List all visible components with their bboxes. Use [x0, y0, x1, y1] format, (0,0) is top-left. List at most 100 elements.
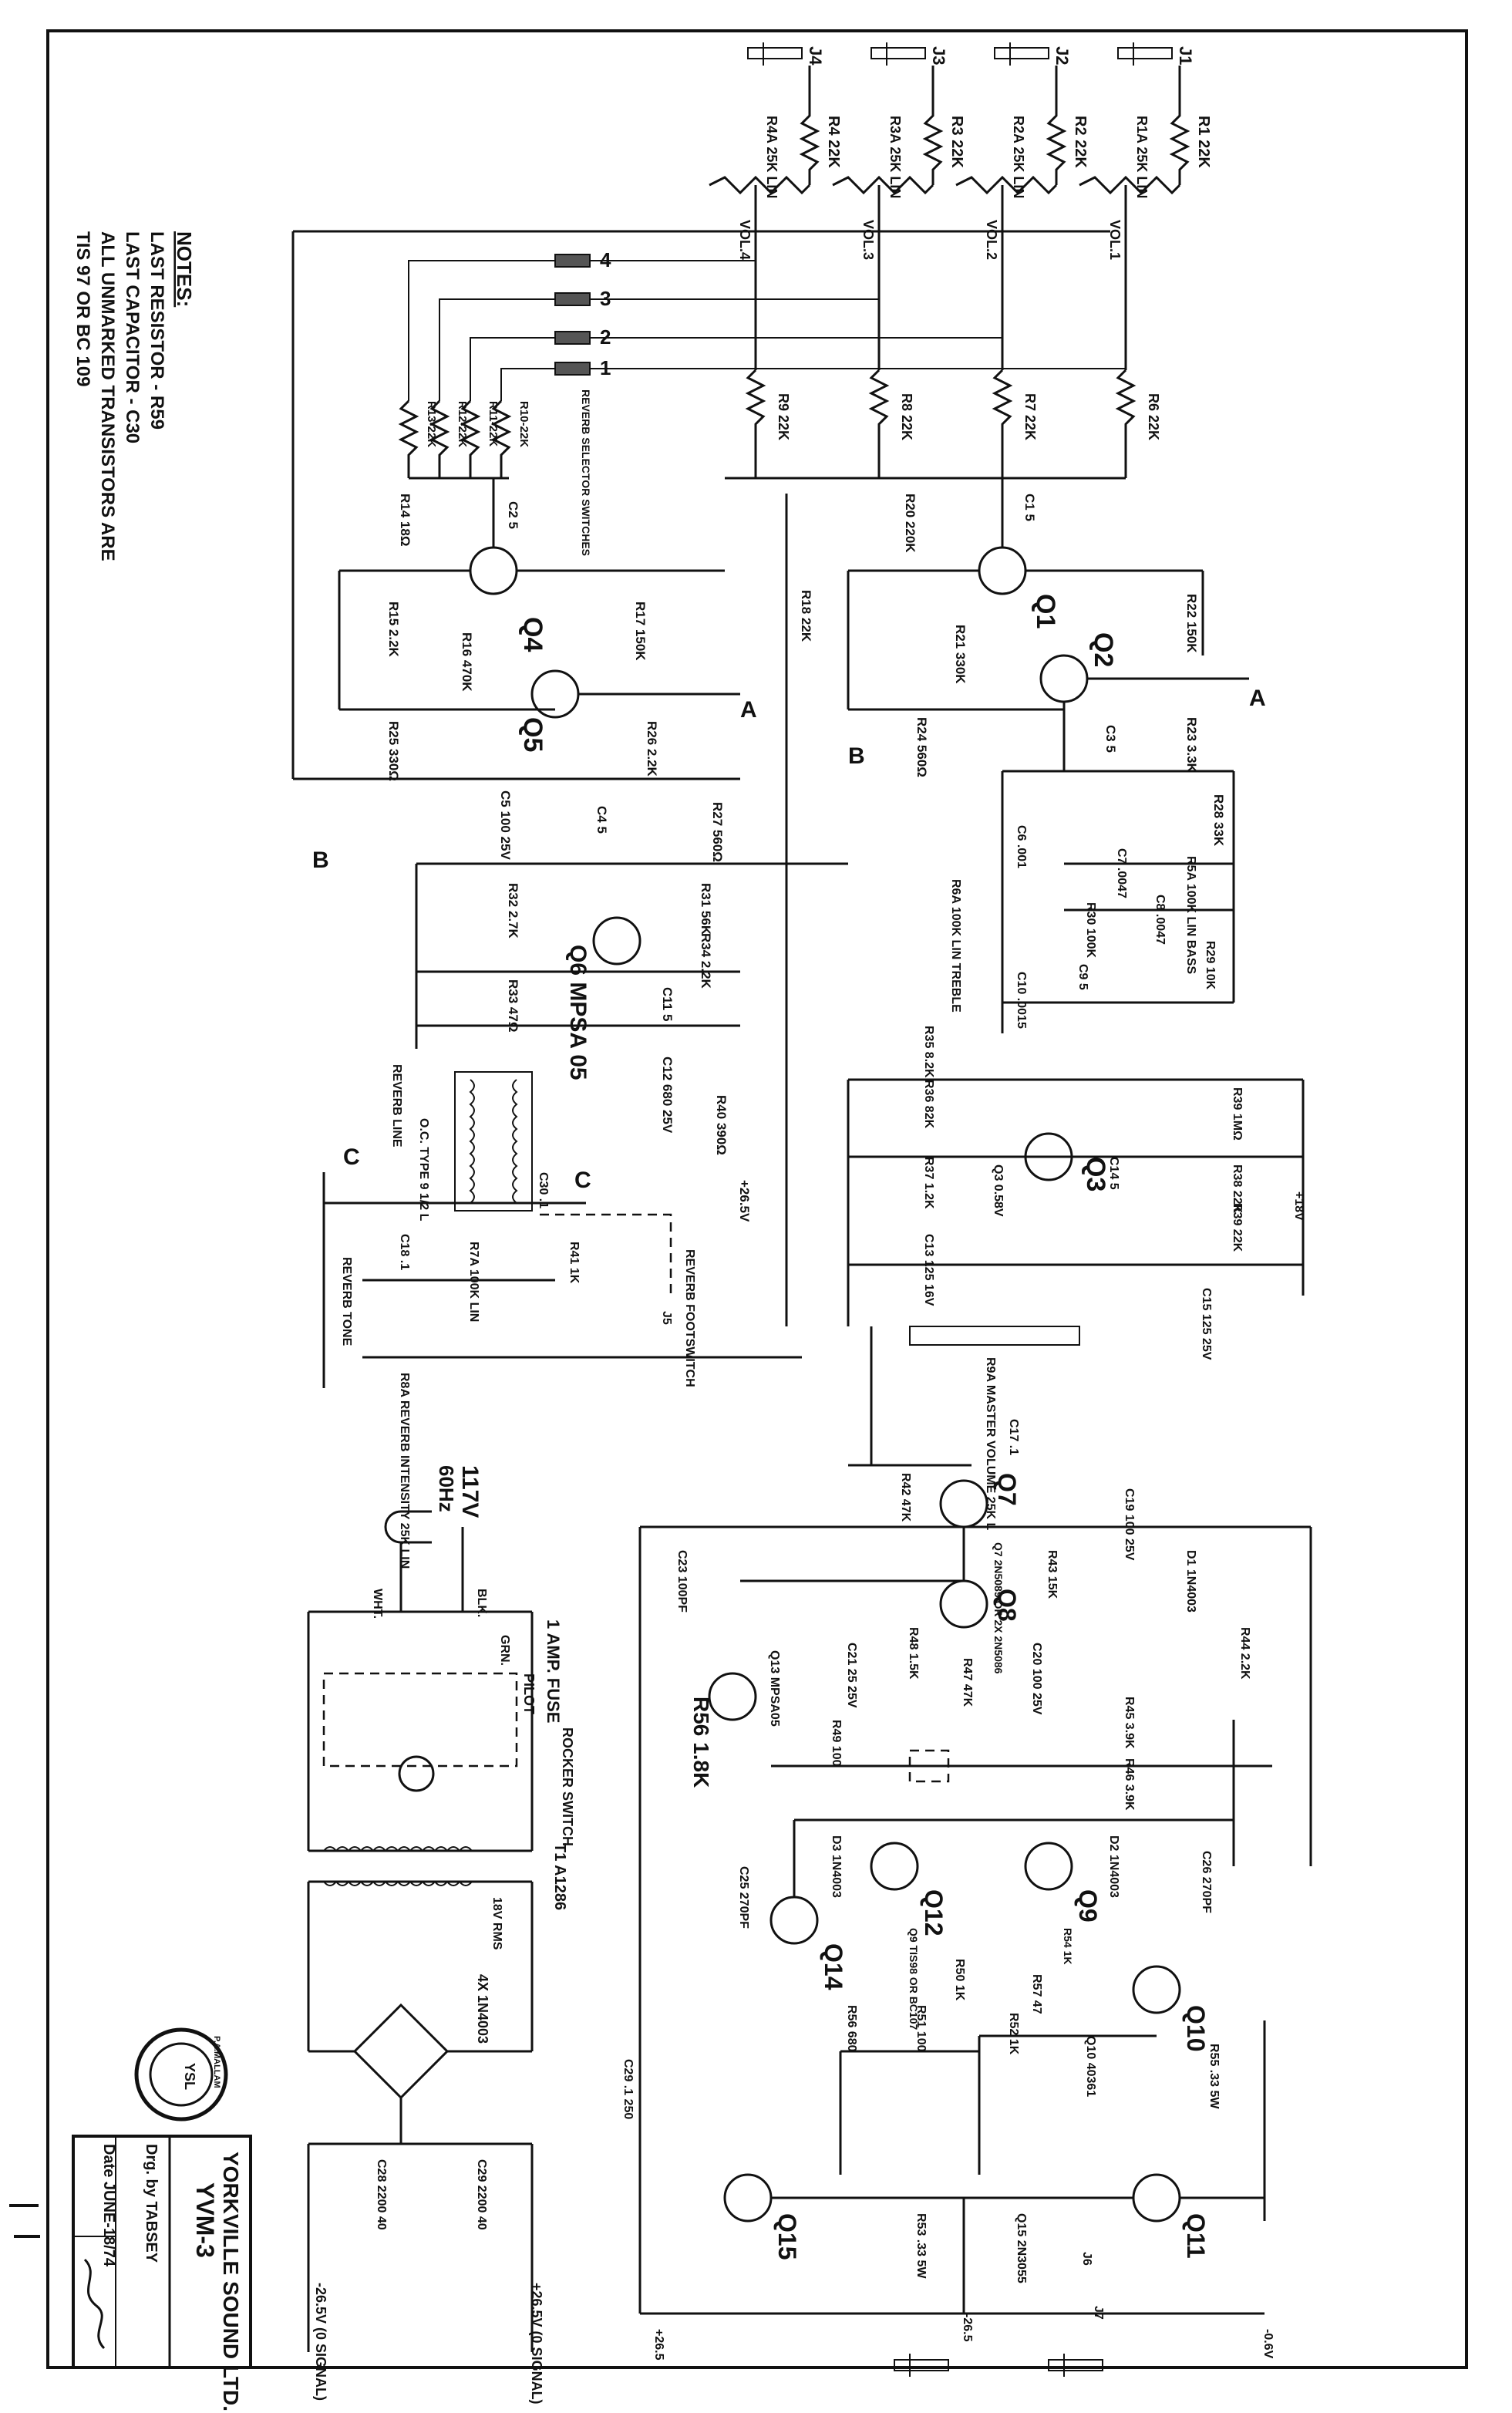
svg-text:R5A 100K LIN BASS: R5A 100K LIN BASS	[1184, 856, 1197, 975]
r11-label: R11-22K	[487, 401, 500, 447]
svg-text:R50 1K: R50 1K	[953, 1959, 966, 2001]
svg-text:REVERB TONE: REVERB TONE	[340, 1257, 353, 1346]
svg-text:R41 1K: R41 1K	[567, 1242, 581, 1284]
svg-text:J7: J7	[1092, 2306, 1105, 2320]
input-section: J1 J2 J3 J4 R1 22K R2 22K R3 22K R4 22K	[709, 42, 1212, 480]
svg-text:C20 100 25V: C20 100 25V	[1030, 1643, 1043, 1715]
transistor-q2	[1039, 654, 1089, 703]
svg-text:R52 1K: R52 1K	[1007, 2013, 1020, 2055]
q7-label: Q7	[993, 1473, 1021, 1506]
svg-text:R34 2.2K: R34 2.2K	[699, 933, 713, 989]
jack-j1-label: J1	[1176, 46, 1195, 65]
svg-text:C30 .1: C30 .1	[537, 1172, 550, 1208]
svg-text:R49 100: R49 100	[830, 1720, 843, 1767]
power-section: 117V 60Hz BLK. WHT. GRN. 1 AMP. FUSE PIL…	[307, 1465, 575, 2405]
r2a-label: R2A 25K LIN	[1011, 116, 1026, 198]
transistor-q10	[1132, 1965, 1181, 2014]
title-block: YORKVILLE SOUND LTD. YVM-3 Drg. by TABSE…	[72, 2135, 252, 2411]
dual-diode-box	[908, 1749, 950, 1783]
r13-label: R13-22K	[425, 401, 438, 447]
drawing-border	[46, 29, 1468, 2369]
q13-label: R56 1.8K	[689, 1697, 713, 1788]
svg-text:-26.5: -26.5	[961, 2314, 974, 2342]
svg-text:R33 47Ω: R33 47Ω	[506, 979, 520, 1032]
svg-text:R6A 100K LIN TREBLE: R6A 100K LIN TREBLE	[949, 879, 962, 1013]
q2-label: Q2	[1089, 632, 1118, 667]
svg-text:C25 270PF: C25 270PF	[737, 1866, 750, 1929]
q1-label: Q1	[1031, 594, 1060, 629]
svg-text:R26 2.2K: R26 2.2K	[645, 721, 659, 777]
notes-line-2: LAST CAPACITOR - C30	[122, 231, 143, 443]
svg-text:C2 5: C2 5	[506, 501, 520, 529]
svg-text:REVERB LINE: REVERB LINE	[390, 1064, 403, 1148]
svg-text:R25 330Ω: R25 330Ω	[386, 721, 401, 781]
q11-label: Q11	[1182, 2213, 1210, 2259]
r4-label: R4 22K	[825, 116, 842, 168]
output-section: Q9 Q10 Q11 Q12 Q14 Q15 D2 1N4003 D3 1N40…	[621, 1818, 1275, 2377]
notes-line-4: TIS 97 OR BC 109	[72, 231, 93, 386]
q12-label: Q12	[920, 1889, 948, 1936]
jack-j2-label: J2	[1052, 46, 1072, 65]
svg-text:C18 .1: C18 .1	[398, 1234, 411, 1270]
reverb-switch-label: REVERB SELECTOR SWITCHES	[580, 389, 592, 556]
jack-j4-label: J4	[806, 46, 825, 66]
svg-text:R54 1K: R54 1K	[1062, 1928, 1074, 1964]
svg-text:J5: J5	[660, 1311, 673, 1325]
transistor-q15	[723, 2173, 773, 2223]
r4a-label: R4A 25K LIN	[764, 116, 780, 198]
svg-text:C7 .0047: C7 .0047	[1115, 848, 1128, 898]
jack-j3-label: J3	[929, 46, 948, 65]
transistor-q6	[592, 916, 642, 966]
bridge-rectifier	[352, 2003, 450, 2100]
jack-j3: J3	[870, 42, 948, 66]
wire-wht: WHT.	[371, 1589, 384, 1619]
r8-label: R8 22K	[899, 393, 914, 440]
svg-text:Q3 0.58V: Q3 0.58V	[992, 1164, 1005, 1217]
q3-label: Q3	[1081, 1157, 1110, 1191]
svg-text:O.C. TYPE 9 1/2 L: O.C. TYPE 9 1/2 L	[417, 1118, 430, 1222]
svg-text:C10 .0015: C10 .0015	[1015, 972, 1028, 1029]
transistor-q14	[769, 1896, 819, 1945]
q5-label: Q5	[518, 717, 547, 752]
svg-text:R43 15K: R43 15K	[1046, 1550, 1059, 1599]
svg-text:D3 1N4003: D3 1N4003	[830, 1835, 843, 1898]
jack-j1: J1	[1117, 42, 1195, 66]
reverb-section: C30 .1 C18 .1 R7A 100K LIN R41 1K REVERB…	[322, 1064, 802, 1569]
r12-label: R12-22K	[456, 401, 469, 447]
tone-labels: R28 33K R5A 100K LIN BASS R6A 100K LIN T…	[922, 794, 1305, 1360]
transistor-q7	[939, 1479, 988, 1528]
svg-text:R8A REVERB INTENSITY 25K LIN: R8A REVERB INTENSITY 25K LIN	[398, 1373, 411, 1569]
r1a-label: R1A 25K LIN	[1134, 116, 1150, 198]
svg-text:Q10 40361: Q10 40361	[1084, 2036, 1097, 2097]
pilot-label: PILOT	[521, 1673, 537, 1714]
q4-label: Q4	[518, 617, 547, 652]
svg-text:+26.5: +26.5	[652, 2329, 665, 2361]
svg-text:R7A 100K LIN: R7A 100K LIN	[467, 1242, 480, 1322]
svg-text:C15 125 25V: C15 125 25V	[1200, 1288, 1213, 1360]
svg-text:R29 10K: R29 10K	[1204, 941, 1217, 990]
rocker-switch-box	[322, 1672, 518, 1768]
svg-text:R21 330K: R21 330K	[953, 625, 968, 684]
svg-text:R15 2.2K: R15 2.2K	[386, 602, 401, 658]
driver-section: R9A MASTER VOLUME 25K L Q7 Q8 R56 1.8K C…	[638, 1326, 1312, 2314]
svg-text:C12 680 25V: C12 680 25V	[660, 1057, 675, 1134]
output-labels: D2 1N4003 D3 1N4003 C26 270PF C25 270PF …	[621, 1835, 1275, 2361]
svg-text:Q15 2N3055: Q15 2N3055	[1015, 2213, 1028, 2283]
svg-text:+26.5V: +26.5V	[737, 1180, 752, 1222]
vol2-label: VOL.2	[984, 220, 999, 260]
transistor-q4	[469, 546, 518, 595]
svg-text:R51 100: R51 100	[914, 2005, 928, 2052]
svg-text:R17 150K: R17 150K	[633, 602, 648, 661]
speaker-jack-j7	[894, 2354, 949, 2377]
plus-rail-label: +26.5V (0 SIGNAL)	[529, 2283, 544, 2405]
r2-label: R2 22K	[1072, 116, 1089, 168]
mains-voltage: 117V	[457, 1465, 483, 1518]
bridge-diodes-label: 4X 1N4003	[475, 1974, 490, 2044]
svg-text:Q13 MPSA05: Q13 MPSA05	[768, 1650, 781, 1727]
reverb-line-transformer	[454, 1071, 533, 1212]
wire-grn: GRN.	[498, 1635, 511, 1666]
notes-heading: NOTES:	[173, 231, 196, 307]
tone-section: Q3 R28 33K R5A 100K LIN BASS R6A 100K LI…	[847, 770, 1305, 1360]
svg-text:R32 2.7K: R32 2.7K	[506, 883, 520, 939]
transistor-q13	[708, 1672, 757, 1721]
